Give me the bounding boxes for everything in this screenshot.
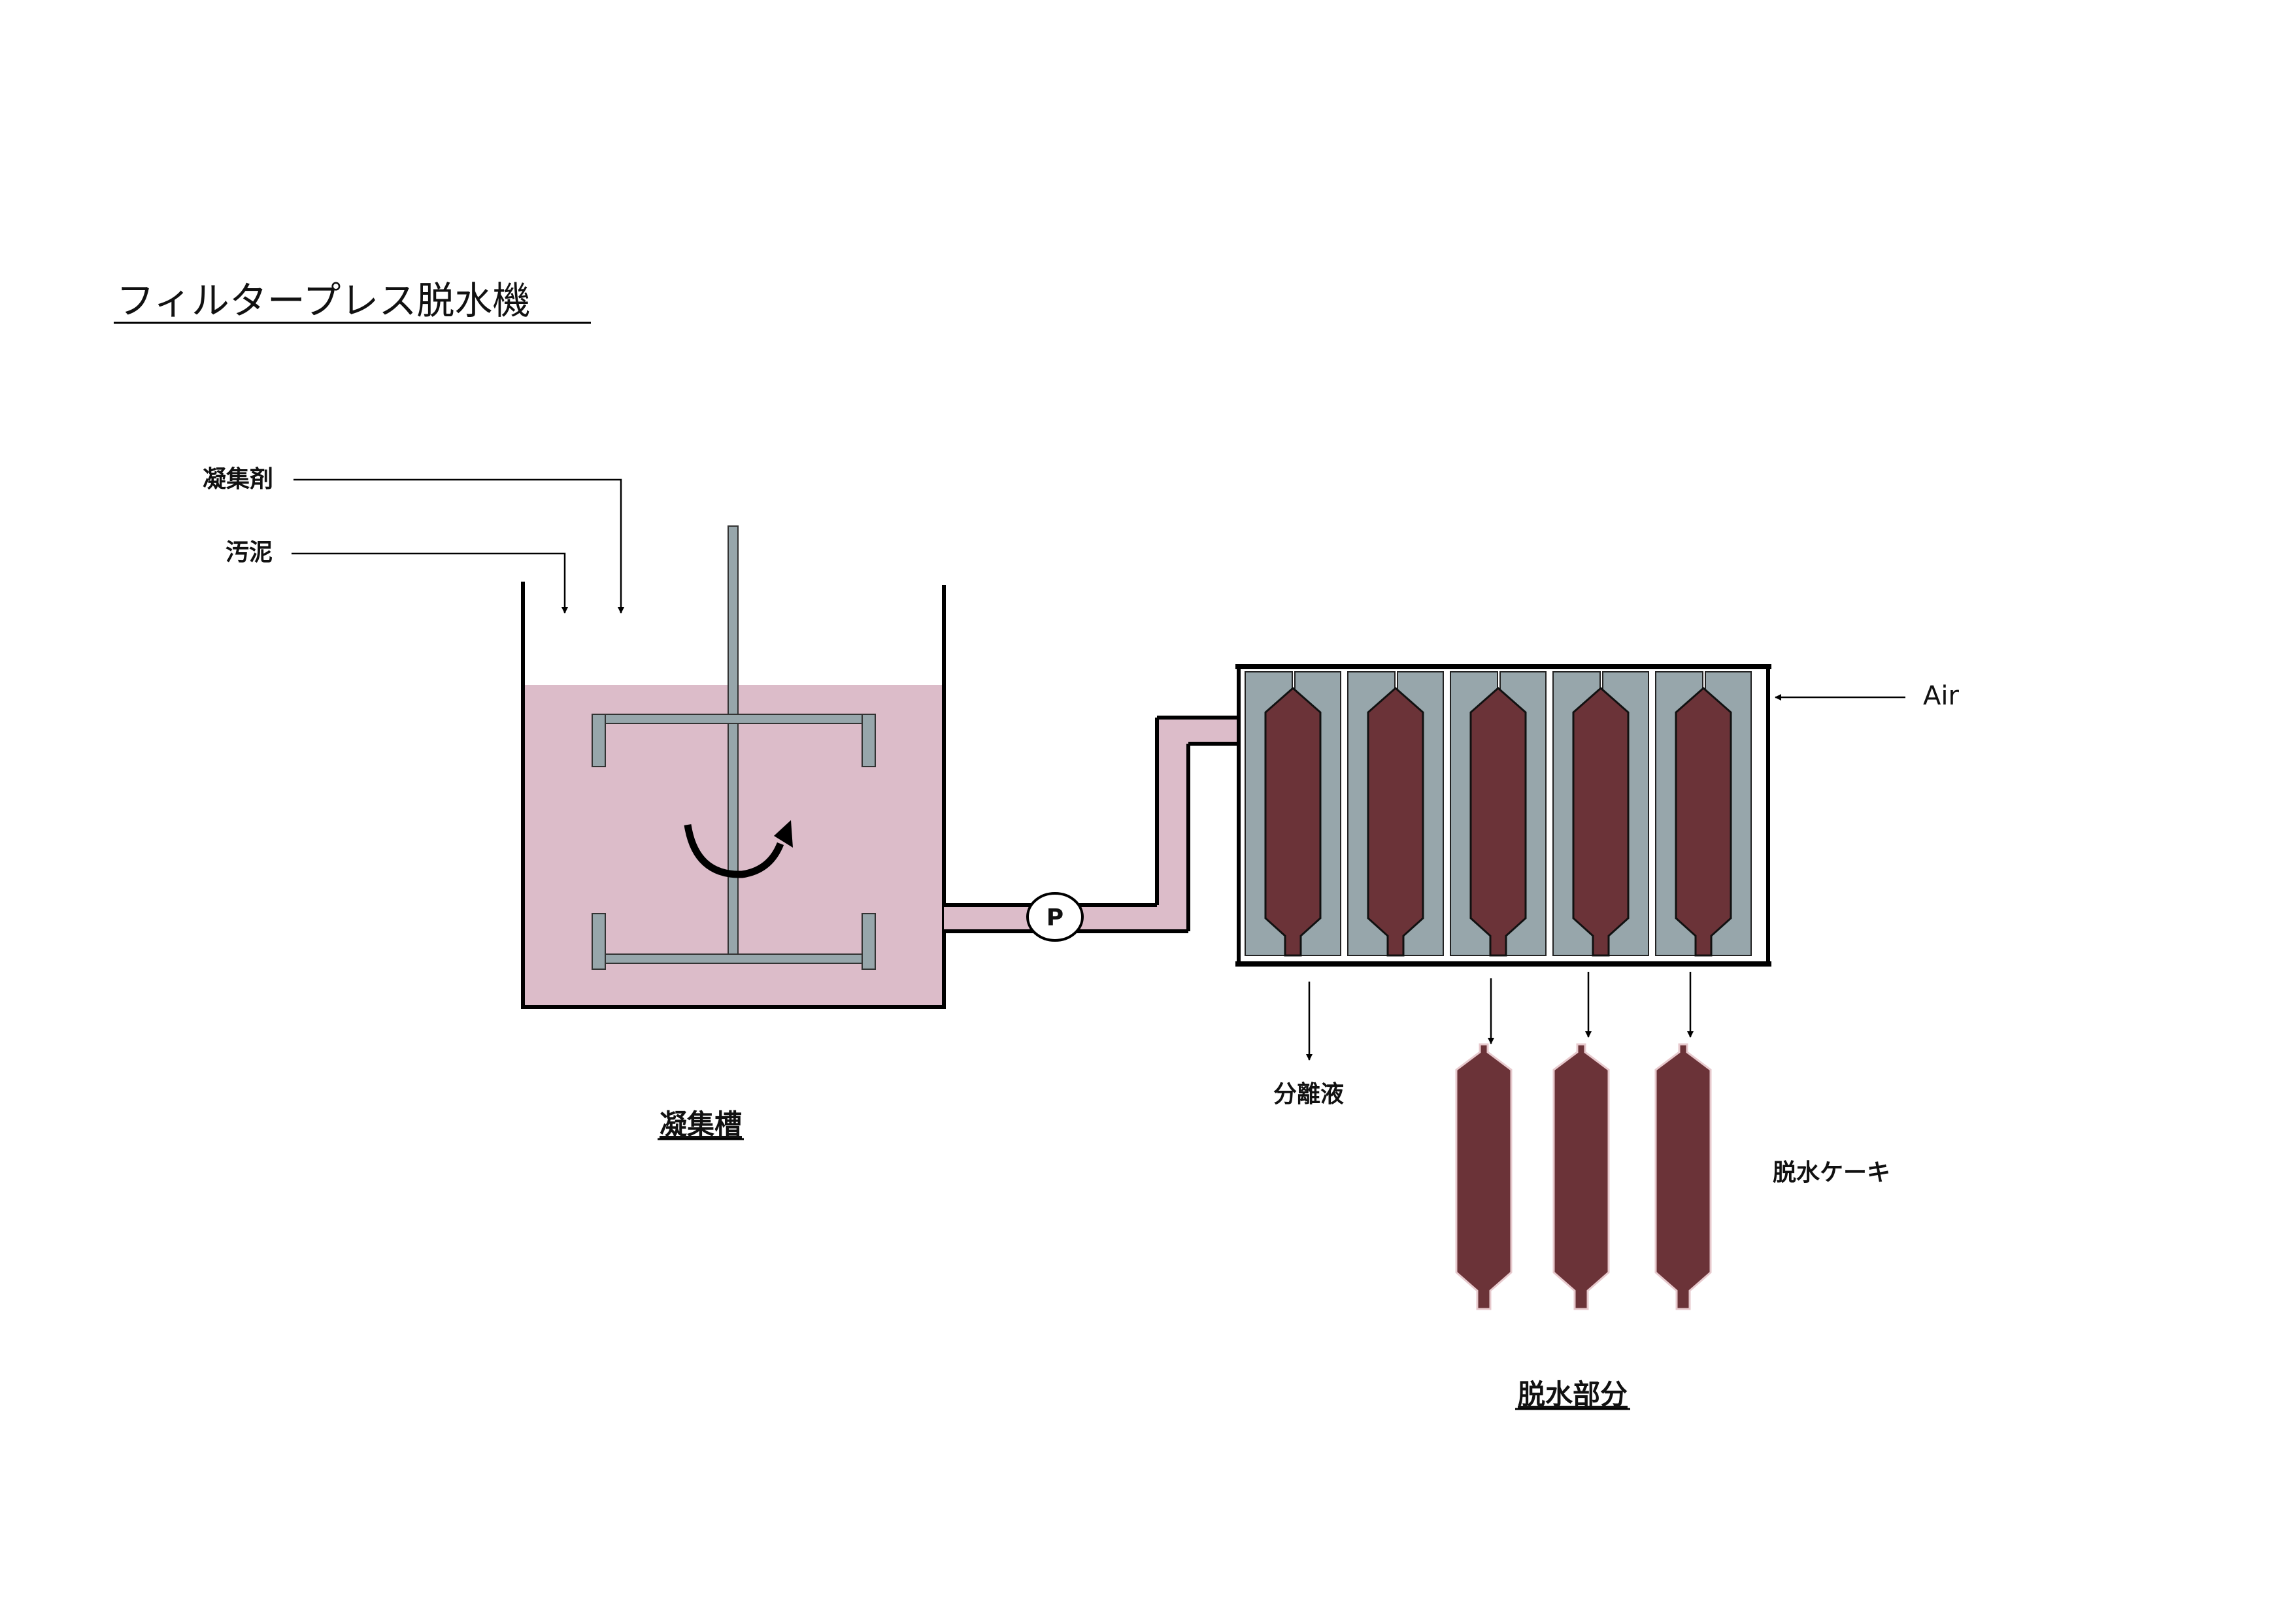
page-title: フィルタープレス脱水機: [116, 278, 530, 323]
chamber-cake-5: [1675, 687, 1732, 957]
coagulant-feed-line: [293, 478, 624, 614]
cake-label: 脱水ケーキ: [1773, 1159, 1890, 1186]
chamber-cake-3: [1469, 687, 1527, 957]
dewatered-cakes: [1455, 1043, 1712, 1310]
coagulant-label: 凝集剤: [203, 466, 273, 493]
chamber-cake-1: [1264, 687, 1322, 957]
air-label: Air: [1923, 681, 1959, 711]
riser-pipe-fill: [1157, 718, 1188, 914]
sludge-label: 汚泥: [226, 539, 273, 566]
lower-paddle-bar: [592, 953, 876, 964]
rotation-arrow-icon: [684, 824, 784, 878]
press-section-label: 脱水部分: [1518, 1378, 1628, 1410]
filtrate-label: 分離液: [1273, 1081, 1344, 1108]
inlet-pipe-fill: [1157, 718, 1239, 744]
upper-paddle-right-blade: [862, 714, 876, 767]
rotation-arrowhead-icon: [774, 820, 793, 848]
lower-paddle-right-blade: [862, 913, 876, 970]
tank-wall: [521, 582, 946, 1009]
dewatered-cake-1: [1455, 1043, 1513, 1310]
filter-chambers: [1245, 671, 1752, 957]
chamber-cake-4: [1572, 687, 1630, 957]
dewatered-cake-2: [1552, 1043, 1610, 1310]
pump-label: P: [1046, 904, 1063, 931]
chamber-cake-2: [1367, 687, 1424, 957]
dewatered-cake-3: [1654, 1043, 1712, 1310]
pump-icon: [1026, 892, 1084, 942]
agitator: [592, 525, 876, 970]
tank-section-label: 凝集槽: [660, 1108, 742, 1140]
sludge-feed-line: [292, 552, 568, 614]
lower-paddle-left-blade: [592, 913, 606, 970]
agitator-shaft: [728, 525, 739, 955]
upper-paddle-bar: [592, 714, 876, 724]
upper-paddle-left-blade: [592, 714, 606, 767]
